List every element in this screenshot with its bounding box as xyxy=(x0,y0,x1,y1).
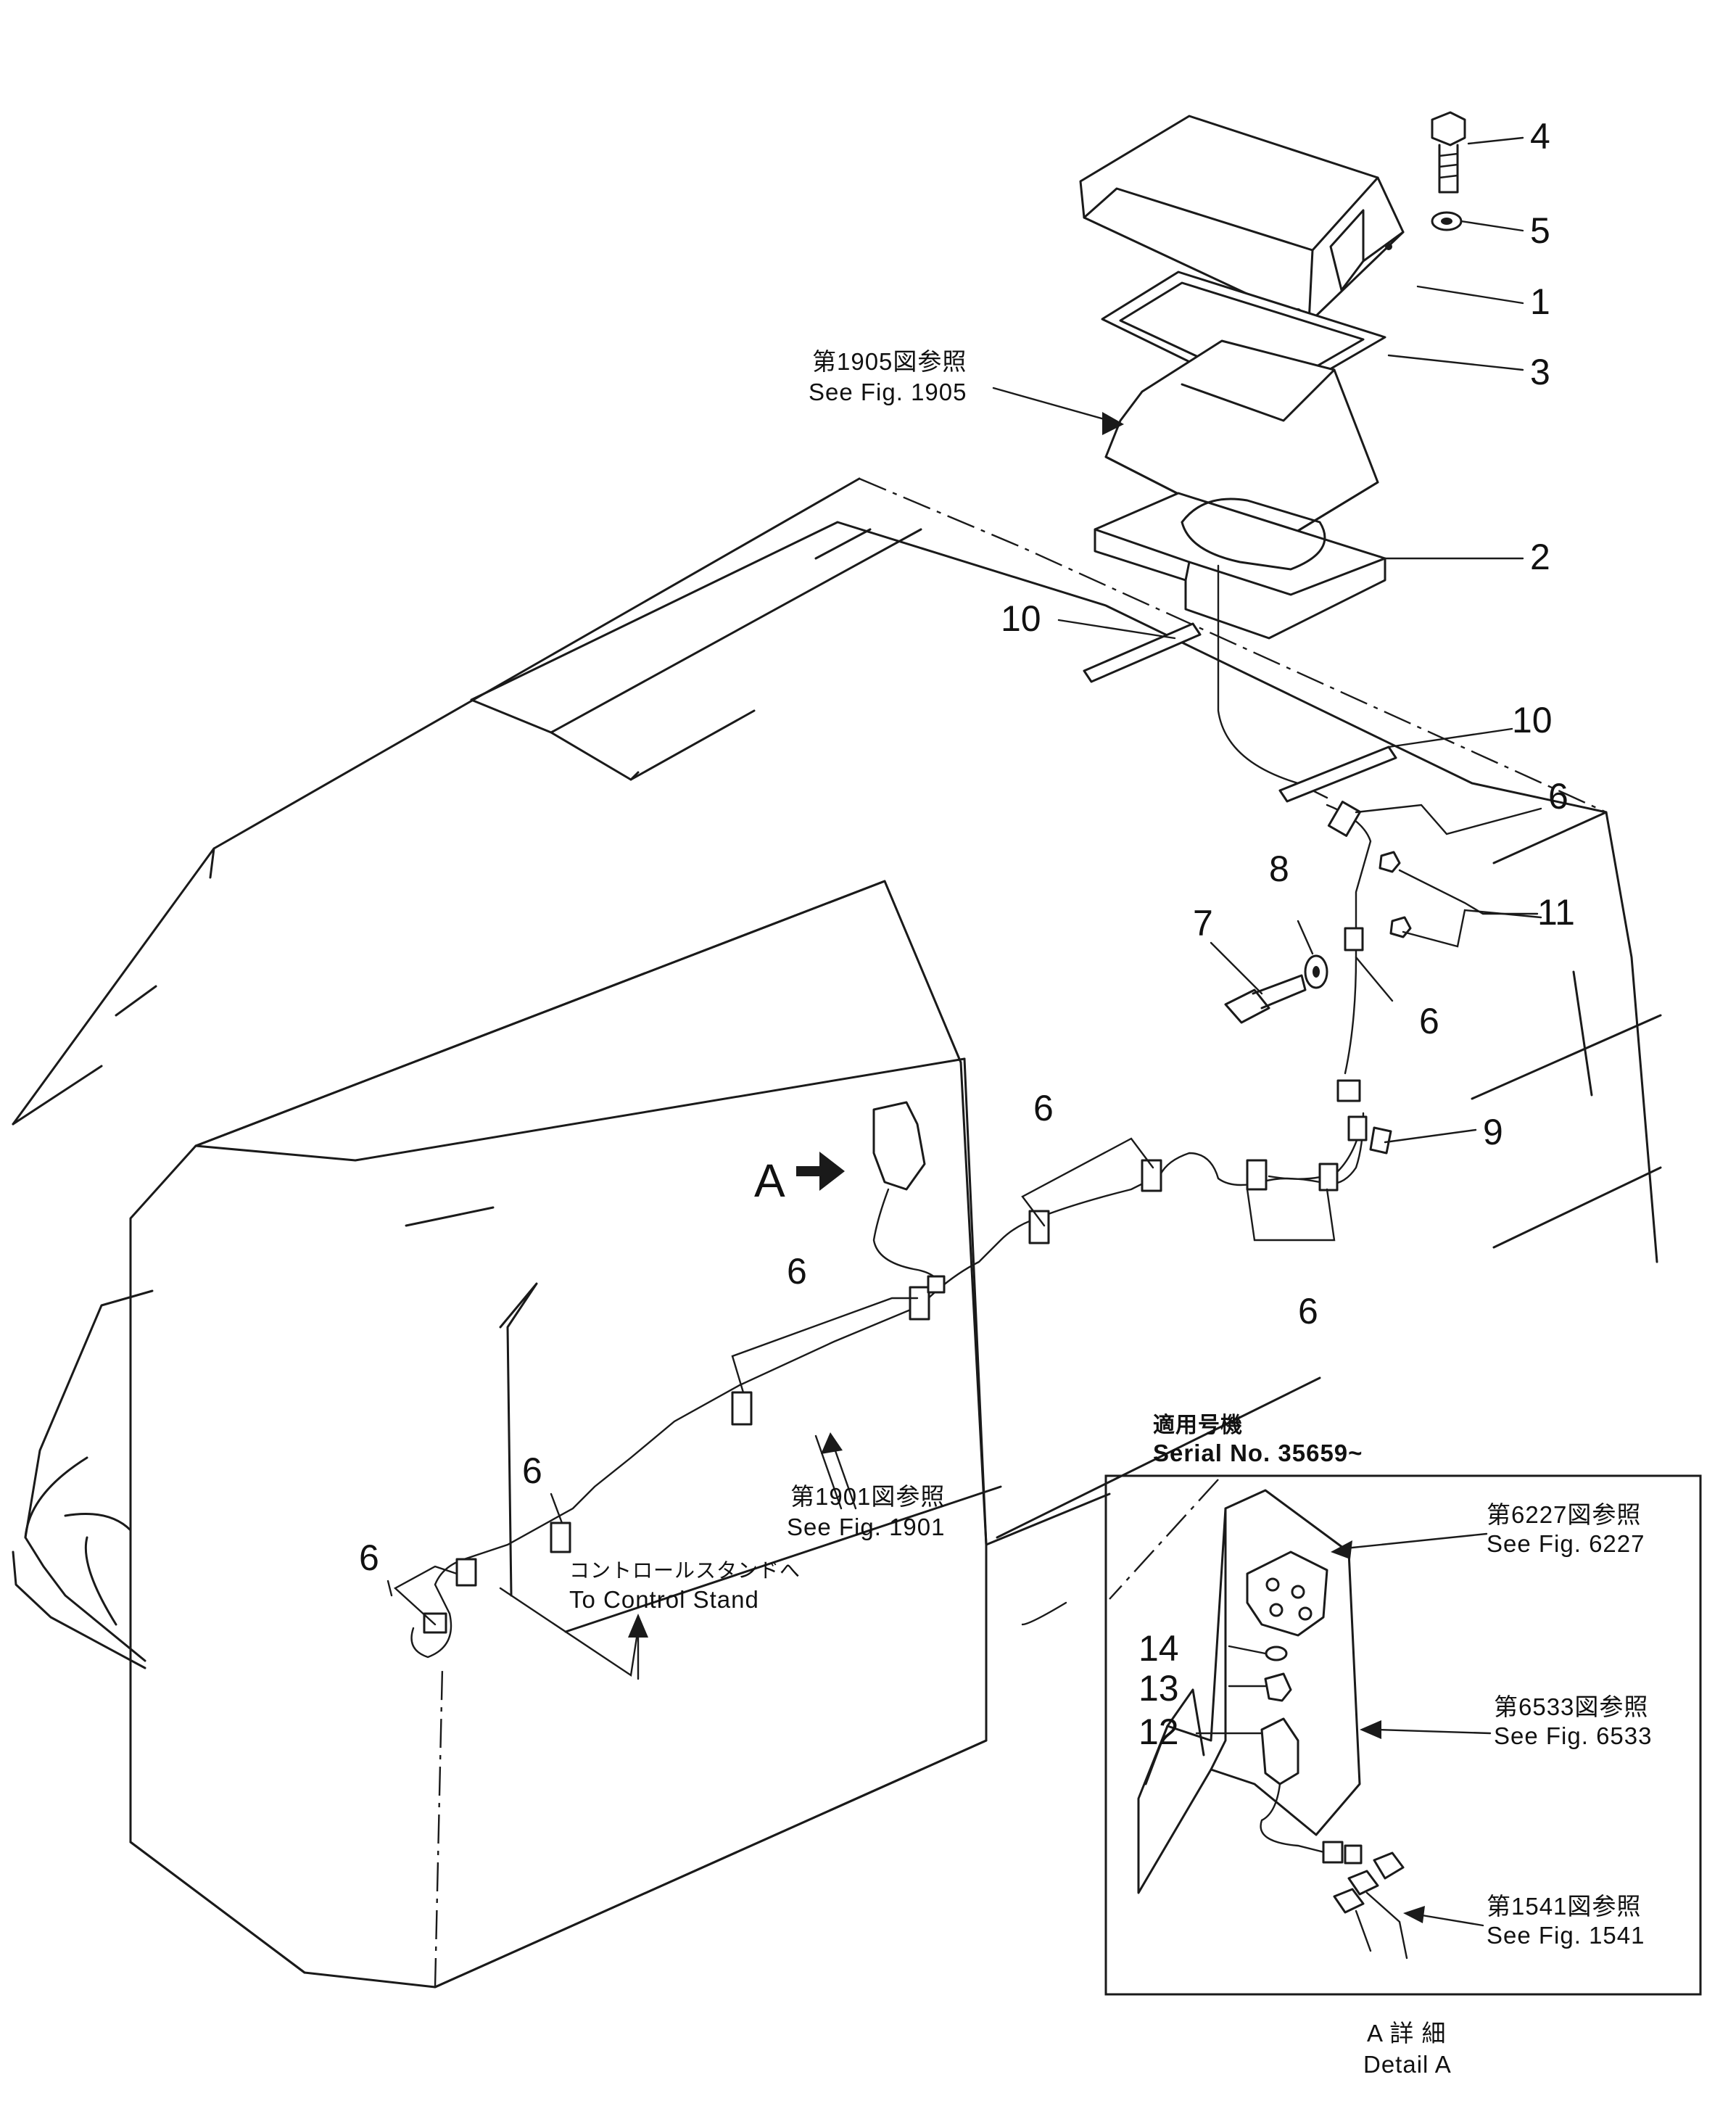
clamp-6a xyxy=(1327,801,1362,837)
callout-6b: 6 xyxy=(1419,1001,1439,1041)
ref-1901-jp: 第1901図参照 xyxy=(790,1483,945,1510)
wire-harness xyxy=(410,801,1412,1659)
detail-caption-jp: A 詳 細 xyxy=(1367,2020,1447,2047)
detail-a-arrow xyxy=(796,1152,845,1191)
callout-1: 1 xyxy=(1530,281,1550,322)
serial-jp: 適用号機 xyxy=(1153,1413,1243,1437)
clamp-6c xyxy=(1246,1159,1268,1191)
detail-a-marker: A xyxy=(754,1155,785,1207)
switch-body-a xyxy=(872,1101,926,1191)
callout-6a: 6 xyxy=(1548,776,1568,817)
callout-numbers: 4 5 1 3 2 10 10 6 11 8 7 6 9 6 6 6 6 6 A xyxy=(359,116,1575,1578)
clamp-6h xyxy=(731,1391,753,1426)
ref-control-jp: コントロールスタンドへ xyxy=(569,1559,801,1582)
callout-7: 7 xyxy=(1193,903,1213,944)
reference-notes: 第1905図参照 See Fig. 1905 第1901図参照 See Fig.… xyxy=(569,348,967,1613)
detail-a-inset: 適用号機 Serial No. 35659~ xyxy=(1104,1413,1702,2078)
callout-4: 4 xyxy=(1530,116,1550,157)
ref-1905-en: See Fig. 1905 xyxy=(809,379,967,405)
control-stand-box xyxy=(129,880,1111,1989)
bar-part-10b xyxy=(1278,746,1397,803)
callout-9: 9 xyxy=(1483,1112,1503,1152)
serial-en: Serial No. 35659~ xyxy=(1153,1440,1363,1466)
top-cover-assembly xyxy=(1079,111,1466,803)
ref-6533-en: See Fig. 6533 xyxy=(1494,1722,1652,1749)
ref-control-en: To Control Stand xyxy=(569,1586,759,1613)
clamp-6b xyxy=(1344,927,1364,951)
detail-frame xyxy=(1104,1474,1702,1996)
bolt-part-7 xyxy=(1224,988,1270,1024)
callout-2: 2 xyxy=(1530,537,1550,577)
callout-10a: 10 xyxy=(1001,598,1041,639)
switch-part-12 xyxy=(1260,1717,1299,1785)
ref-6227-en: See Fig. 6227 xyxy=(1487,1530,1645,1557)
ref-1905-jp: 第1905図参照 xyxy=(812,348,967,375)
machine-body xyxy=(12,477,1662,1669)
callout-11: 11 xyxy=(1537,892,1575,933)
callout-6d: 6 xyxy=(1298,1291,1318,1331)
ref-6533-jp: 第6533図参照 xyxy=(1494,1693,1648,1720)
ref-6227-jp: 第6227図参照 xyxy=(1487,1501,1641,1528)
oring-part-14 xyxy=(1265,1646,1288,1661)
nut-part-11a xyxy=(1379,851,1401,873)
ref-1541-en: See Fig. 1541 xyxy=(1487,1922,1645,1949)
clamp-6g xyxy=(909,1286,930,1321)
callout-6c: 6 xyxy=(1033,1088,1054,1128)
clamp-6d xyxy=(1318,1163,1339,1192)
ref-1901-en: See Fig. 1901 xyxy=(787,1514,945,1540)
callout-6f: 6 xyxy=(522,1450,542,1491)
leader-lines xyxy=(387,136,1542,1680)
callout-10b: 10 xyxy=(1512,700,1553,740)
nut-part-11b xyxy=(1389,916,1412,938)
callout-13: 13 xyxy=(1138,1668,1179,1709)
bolt-part-4 xyxy=(1431,111,1466,146)
clamp-6f xyxy=(1028,1210,1050,1244)
callout-6e: 6 xyxy=(787,1251,807,1292)
callout-14: 14 xyxy=(1138,1628,1179,1669)
adapter-part-13 xyxy=(1264,1672,1292,1702)
connector-part-9 xyxy=(1336,1079,1361,1102)
callout-12: 12 xyxy=(1138,1712,1179,1752)
callout-5: 5 xyxy=(1530,210,1550,251)
detail-caption-en: Detail A xyxy=(1363,2051,1452,2078)
callout-8: 8 xyxy=(1269,849,1289,889)
pad-part-2 xyxy=(1094,492,1386,640)
clamp-6j xyxy=(455,1558,477,1587)
clamp-6i xyxy=(550,1521,571,1553)
callout-6g: 6 xyxy=(359,1537,379,1578)
clamp-6k xyxy=(423,1612,447,1634)
callout-3: 3 xyxy=(1530,352,1550,392)
ref-1541-jp: 第1541図参照 xyxy=(1487,1893,1641,1920)
